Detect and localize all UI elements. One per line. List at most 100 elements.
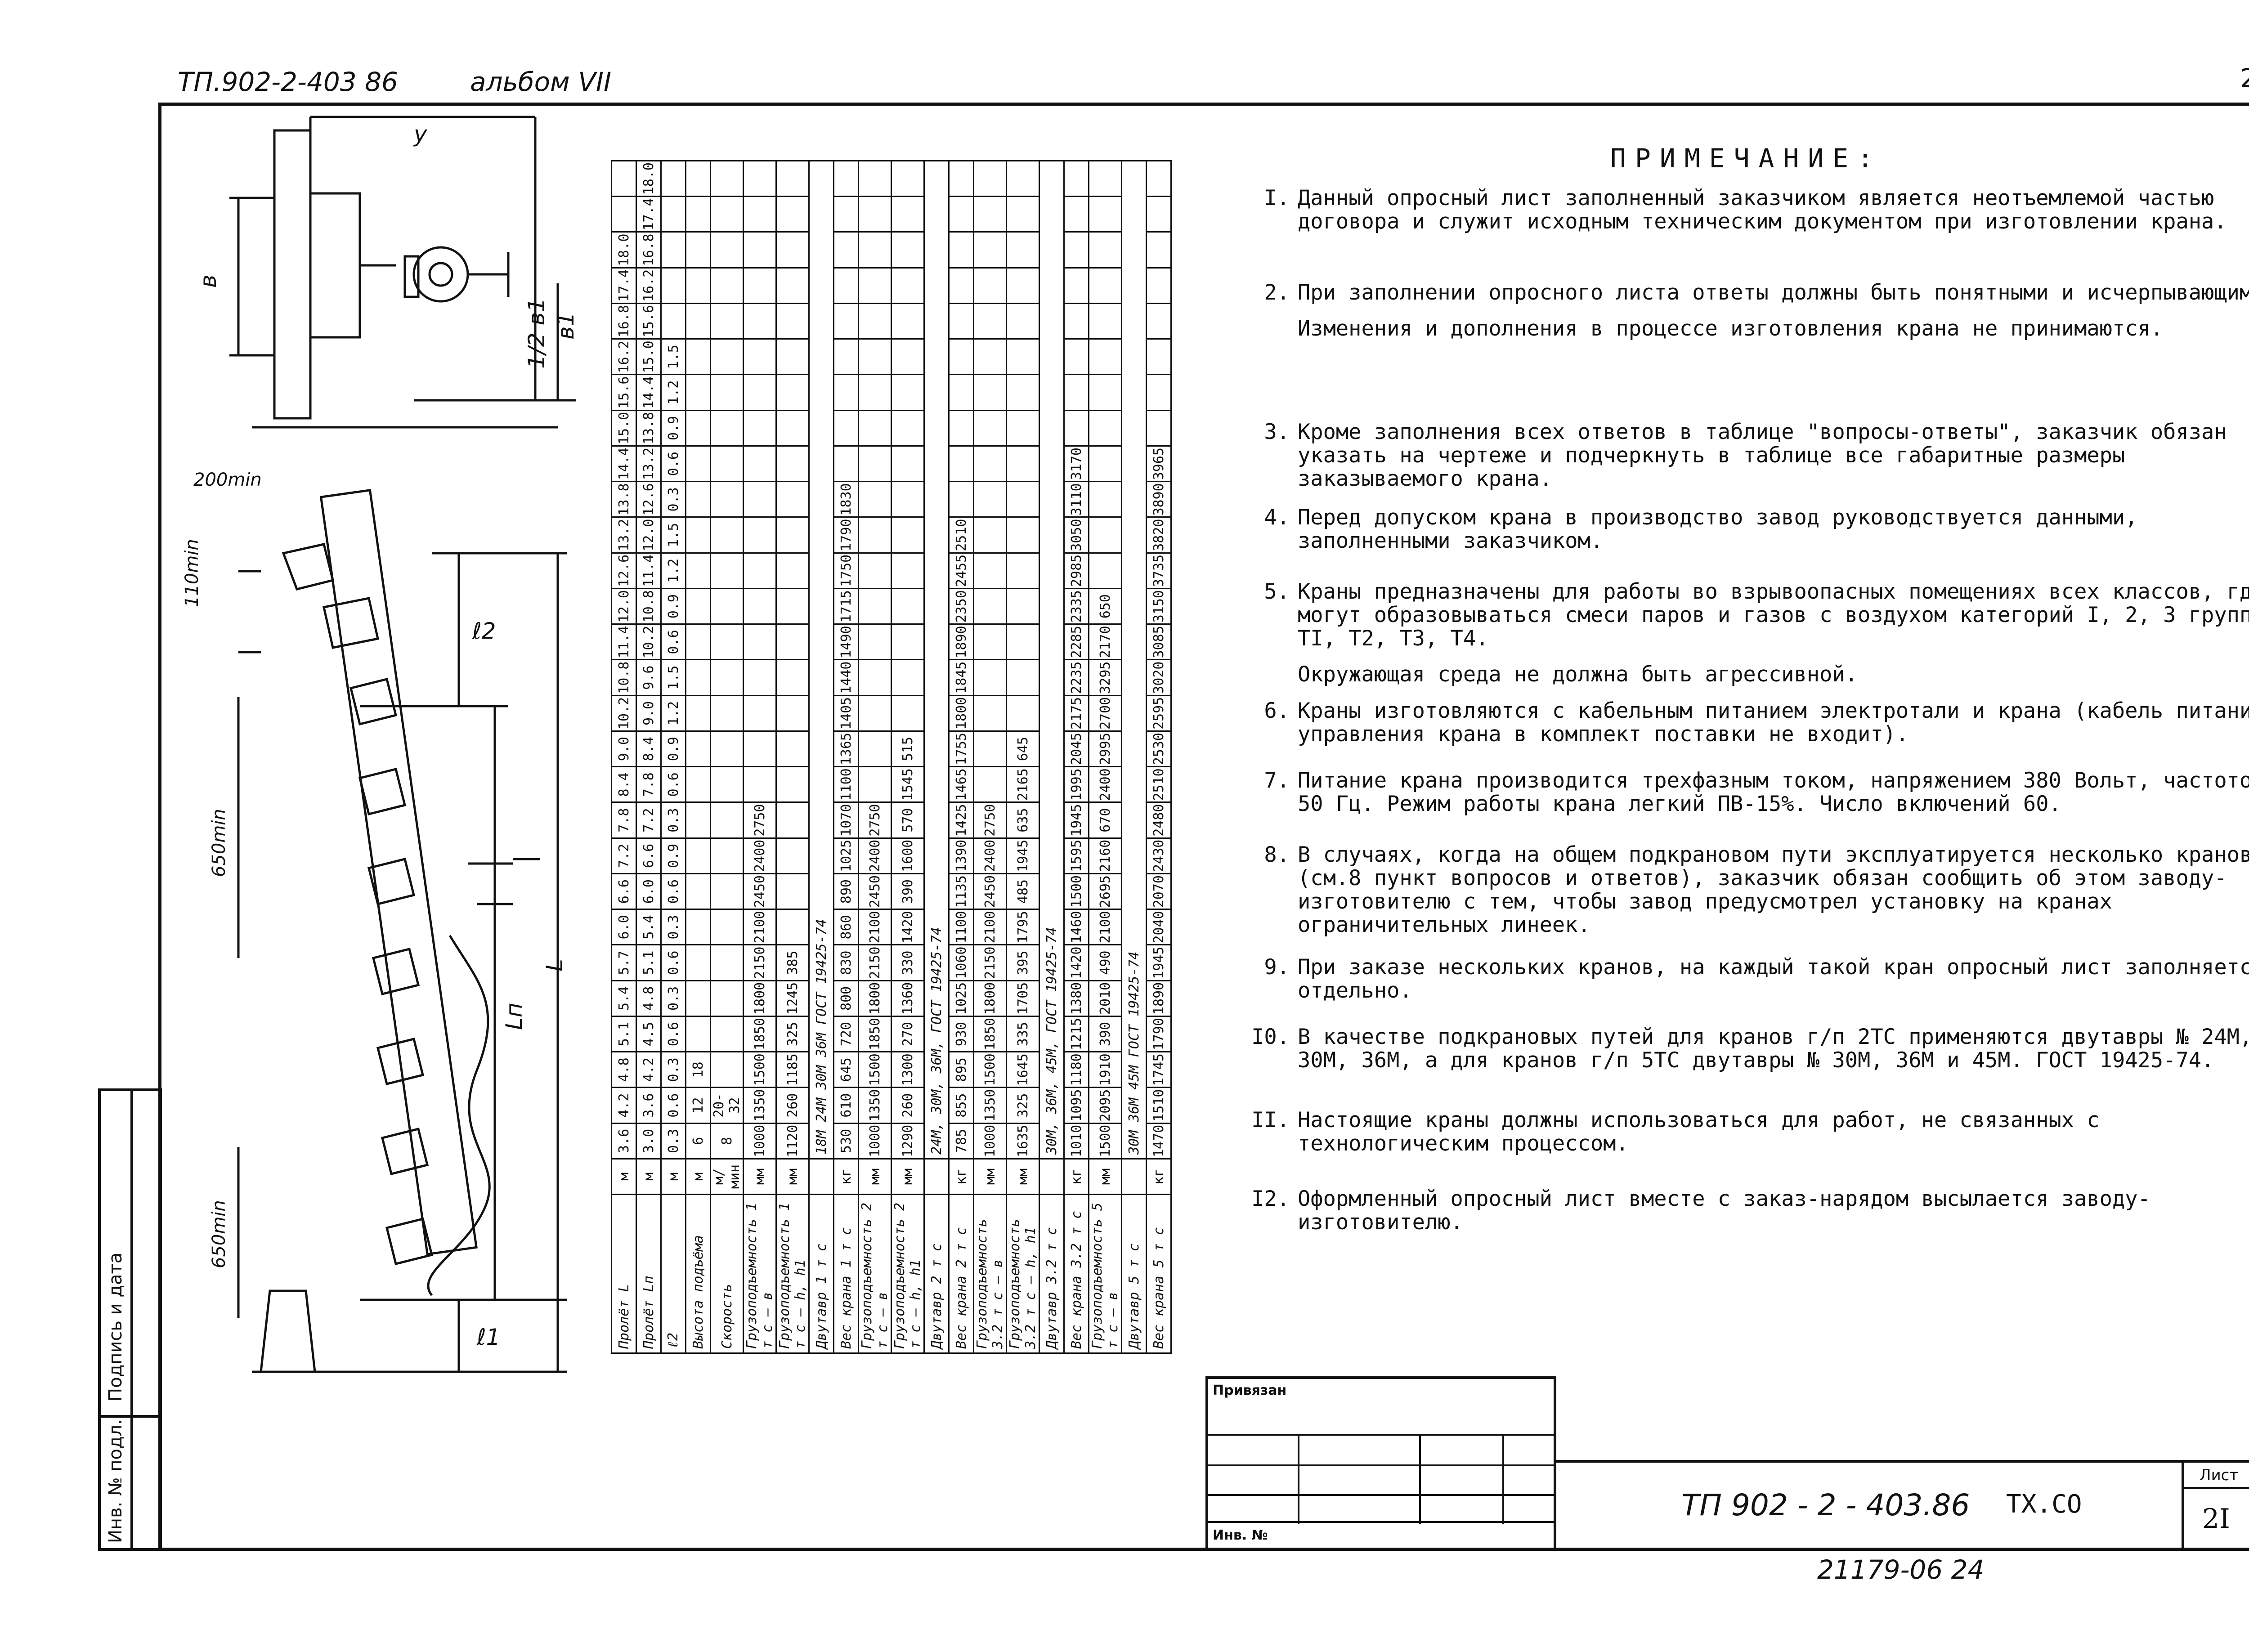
table-cell bbox=[776, 553, 809, 589]
table-cell: 260 bbox=[776, 1088, 809, 1124]
table-cell bbox=[1064, 161, 1089, 197]
table-cell: 1.2 bbox=[661, 695, 686, 731]
table-cell: 1135 bbox=[949, 873, 974, 909]
column-unit: мм bbox=[1006, 1159, 1039, 1195]
table-cell bbox=[710, 945, 744, 981]
table-cell bbox=[710, 731, 744, 767]
header-code: ТП.902-2-403 86 bbox=[178, 67, 398, 97]
table-cell: 1.5 bbox=[661, 517, 686, 553]
column-header: Грузоподъемность 2 т с — h, h1 bbox=[891, 1194, 924, 1353]
table-cell: 1850 bbox=[858, 1016, 892, 1052]
table-cell: 2450 bbox=[743, 873, 776, 909]
table-cell: 3295 bbox=[1089, 660, 1122, 696]
table-cell bbox=[949, 481, 974, 517]
table-cell: 6.0 bbox=[611, 909, 636, 945]
table-cell: 1440 bbox=[833, 660, 859, 696]
column-header: Грузоподъемность 2 т с — в bbox=[858, 1194, 892, 1353]
table-cell bbox=[776, 196, 809, 232]
table-cell bbox=[685, 339, 711, 375]
table-cell bbox=[973, 624, 1007, 660]
column-header: Двутавр 3.2 т с bbox=[1039, 1194, 1064, 1353]
table-cell: 1215 bbox=[1064, 1016, 1089, 1052]
table-cell: 2150 bbox=[973, 945, 1007, 981]
table-cell: 1350 bbox=[858, 1088, 892, 1124]
table-cell: 1500 bbox=[1089, 1123, 1122, 1159]
table-cell bbox=[611, 196, 636, 232]
table-cell bbox=[858, 268, 892, 304]
table-cell: 0.3 bbox=[661, 1052, 686, 1088]
column-header: Вес крана 1 т с bbox=[833, 1194, 859, 1353]
table-cell bbox=[743, 268, 776, 304]
table-cell: 645 bbox=[833, 1052, 859, 1088]
table-cell: 11.4 bbox=[636, 553, 661, 589]
table-cell bbox=[1006, 339, 1039, 375]
table-cell bbox=[710, 695, 744, 731]
table-cell bbox=[1006, 303, 1039, 339]
table-cell: 7.2 bbox=[611, 838, 636, 874]
table-cell: 2170 bbox=[1089, 624, 1122, 660]
header-album: альбом VII bbox=[470, 67, 612, 97]
privyazan-label: Привязан bbox=[1213, 1383, 1287, 1398]
table-cell: 390 bbox=[891, 873, 924, 909]
table-cell: 1350 bbox=[743, 1088, 776, 1124]
table-cell bbox=[710, 410, 744, 446]
table-cell: 16.2 bbox=[636, 268, 661, 304]
table-cell: 4.2 bbox=[611, 1088, 636, 1124]
inv-label: Инв. № bbox=[1213, 1527, 1268, 1543]
table-cell bbox=[1006, 588, 1039, 624]
note-number: 3. bbox=[1264, 420, 1290, 444]
table-cell bbox=[1064, 196, 1089, 232]
table-cell: 0.6 bbox=[661, 446, 686, 482]
table-cell: 800 bbox=[833, 980, 859, 1016]
column-header: Скорость bbox=[710, 1194, 744, 1353]
table-cell: 2150 bbox=[858, 945, 892, 981]
table-cell: 20-32 bbox=[710, 1088, 744, 1124]
table-cell bbox=[973, 161, 1007, 197]
table-cell: 0.3 bbox=[661, 909, 686, 945]
table-cell bbox=[1146, 232, 1171, 268]
table-cell: 13.2 bbox=[636, 446, 661, 482]
column-unit: мм bbox=[858, 1159, 892, 1195]
column-header: Высота подъёма bbox=[685, 1194, 711, 1353]
table-cell: 390 bbox=[1089, 1016, 1122, 1052]
table-cell: 720 bbox=[833, 1016, 859, 1052]
note-item: II.Настоящие краны должны использоваться… bbox=[1251, 1108, 2249, 1156]
table-cell: 2070 bbox=[1146, 873, 1171, 909]
table-cell: 2160 bbox=[1089, 838, 1122, 874]
table-cell bbox=[743, 517, 776, 553]
table-cell: 5.7 bbox=[611, 945, 636, 981]
side-stamp-sign: Подпись и дата bbox=[105, 1252, 126, 1401]
table-cell: 0.6 bbox=[661, 1016, 686, 1052]
table-cell: 830 bbox=[833, 945, 859, 981]
table-cell bbox=[776, 731, 809, 767]
table-cell: 15.0 bbox=[611, 410, 636, 446]
table-cell bbox=[776, 588, 809, 624]
table-cell bbox=[891, 588, 924, 624]
table-cell: 10.2 bbox=[636, 624, 661, 660]
table-cell bbox=[949, 161, 974, 197]
table-cell: 1500 bbox=[973, 1052, 1007, 1088]
table-cell: 3965 bbox=[1146, 446, 1171, 482]
table-cell bbox=[833, 410, 859, 446]
table-cell bbox=[891, 624, 924, 660]
table-cell: 13.8 bbox=[611, 481, 636, 517]
table-cell: 1000 bbox=[858, 1123, 892, 1159]
table-cell: 1.2 bbox=[661, 375, 686, 411]
table-cell: 635 bbox=[1006, 802, 1039, 838]
table-cell bbox=[1006, 196, 1039, 232]
table-cell bbox=[1006, 410, 1039, 446]
table-cell: 2510 bbox=[1146, 766, 1171, 802]
note-number: 9. bbox=[1264, 955, 1290, 980]
note-text: Настоящие краны должны использоваться дл… bbox=[1298, 1108, 2100, 1156]
table-cell bbox=[949, 196, 974, 232]
side-stamp-inv: Инв. № подл. bbox=[105, 1419, 126, 1543]
table-cell bbox=[743, 375, 776, 411]
note-number: 4. bbox=[1264, 505, 1290, 530]
table-cell: 2350 bbox=[949, 588, 974, 624]
table-cell bbox=[776, 624, 809, 660]
table-cell: 0.9 bbox=[661, 588, 686, 624]
